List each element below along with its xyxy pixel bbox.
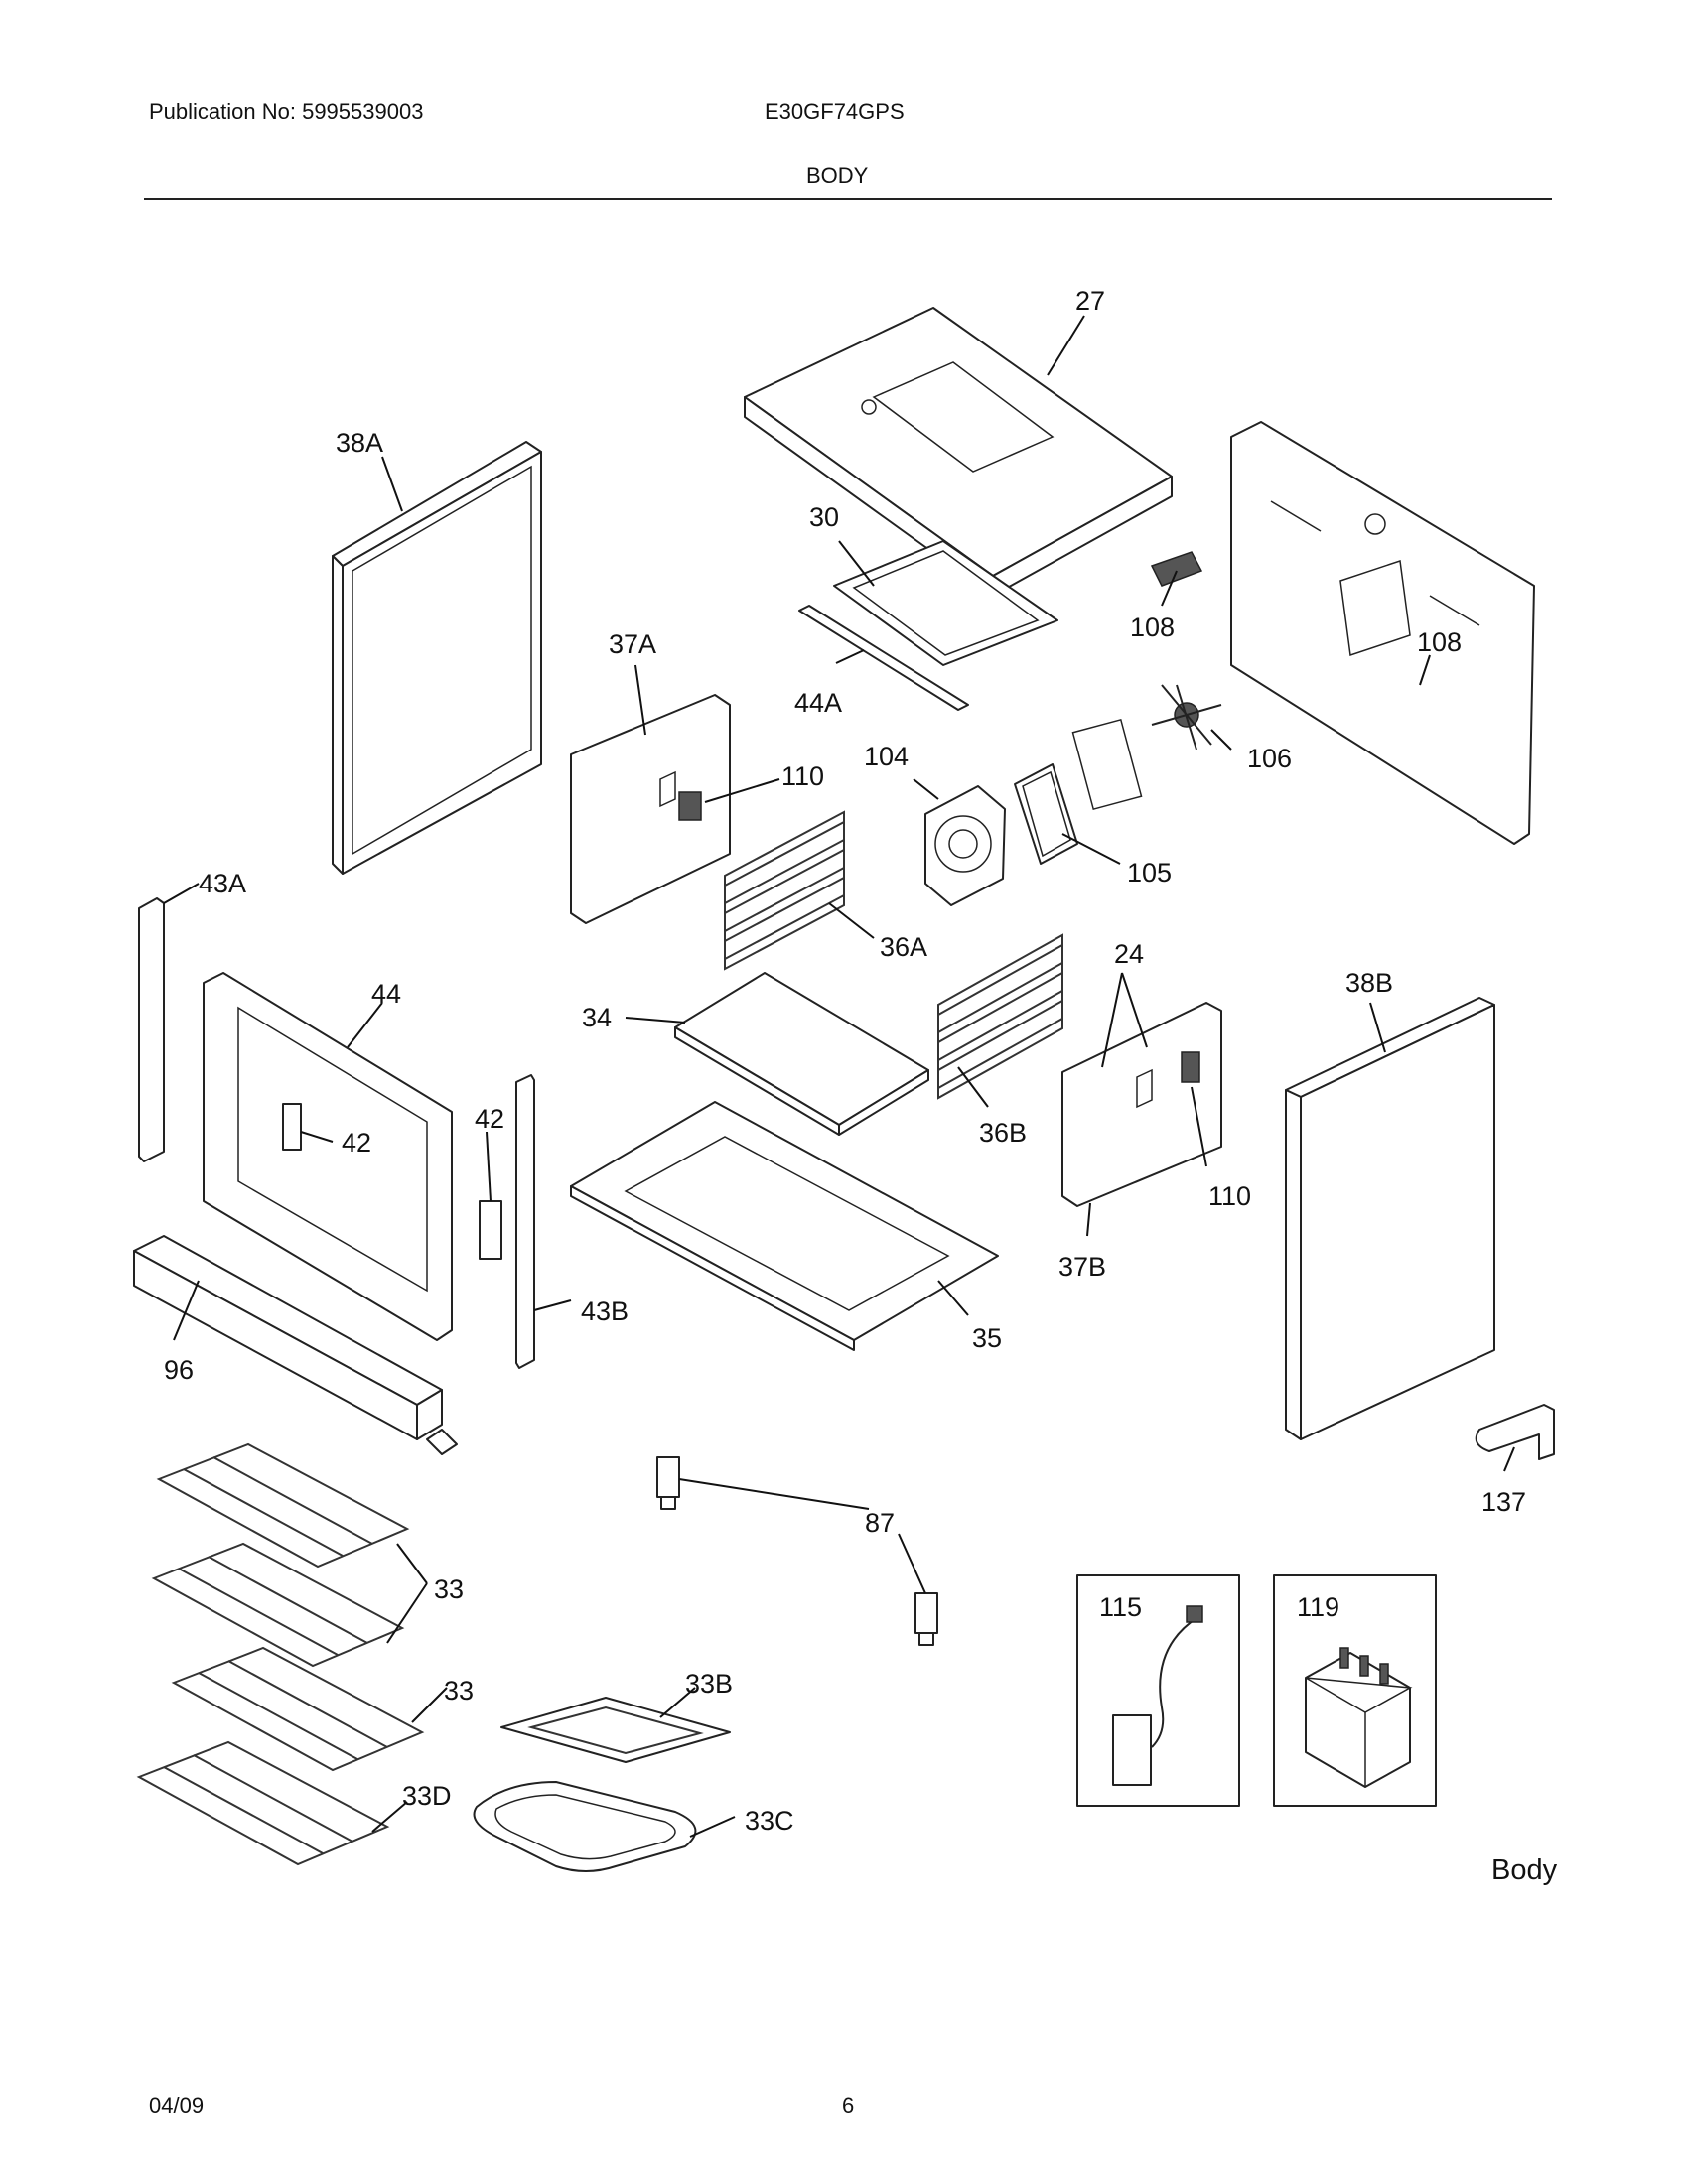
callout-37B: 37B [1058, 1252, 1106, 1282]
callout-119: 119 [1297, 1592, 1339, 1622]
part-33-oven-rack [156, 1442, 410, 1569]
part-44A-trim-strip [798, 605, 969, 711]
callout-36B: 36B [979, 1118, 1027, 1148]
callout-104: 104 [864, 742, 909, 771]
callout-43A: 43A [199, 869, 246, 898]
callout-110: 110 [781, 761, 824, 791]
callout-108: 108 [1417, 627, 1462, 657]
part-137-bracket [1475, 1404, 1555, 1460]
callout-36A: 36A [880, 932, 927, 962]
callout-37A: 37A [609, 629, 656, 659]
callout-42: 42 [342, 1128, 371, 1158]
section-title: BODY [806, 163, 869, 188]
part-87-leveling-leg [914, 1592, 938, 1646]
part-33-oven-rack [171, 1646, 425, 1772]
callout-44A: 44A [794, 688, 842, 718]
part-110-switch [678, 791, 702, 821]
callout-33: 33 [444, 1676, 474, 1706]
callout-108: 108 [1130, 613, 1175, 642]
part-108-bracket [1150, 551, 1203, 587]
part-33-oven-rack [151, 1542, 405, 1668]
callout-30: 30 [809, 502, 839, 532]
part-87-leveling-leg [656, 1456, 680, 1510]
inset-box-119 [1273, 1574, 1437, 1807]
callout-106: 106 [1247, 744, 1292, 773]
callout-34: 34 [582, 1003, 612, 1032]
part-30-frame [833, 540, 1058, 666]
footer-date: 04/09 [149, 2093, 205, 2117]
part-43B-trim [515, 1074, 535, 1369]
part-33C-broiler-pan [473, 1781, 697, 1872]
callout-33C: 33C [745, 1806, 794, 1836]
page-number: 6 [842, 2093, 855, 2117]
part-33B-broiler-grid [500, 1697, 731, 1763]
callout-115: 115 [1099, 1592, 1142, 1622]
part-37A-side-bracket [570, 694, 731, 924]
callout-38A: 38A [336, 428, 383, 458]
part-105-gasket [1014, 763, 1078, 865]
part-33D-oven-rack [136, 1740, 390, 1866]
callout-43B: 43B [581, 1297, 629, 1326]
callout-87: 87 [865, 1508, 895, 1538]
part-38B-right-side-panel [1285, 997, 1495, 1440]
callout-38B: 38B [1345, 968, 1393, 998]
part-back-panel [1230, 421, 1535, 845]
publication-number: Publication No: 5995539003 [149, 99, 424, 124]
part-35-oven-bottom [570, 1101, 999, 1351]
leader-lines [163, 315, 1515, 1838]
part-44-front-frame [203, 972, 453, 1341]
callout-105: 105 [1127, 858, 1172, 887]
inset-box-115 [1076, 1574, 1240, 1807]
part-96-kick-panel [133, 1235, 458, 1455]
callout-42: 42 [475, 1104, 504, 1134]
callout-137: 137 [1481, 1487, 1526, 1517]
callout-110: 110 [1208, 1181, 1251, 1211]
model-number: E30GF74GPS [765, 99, 905, 124]
header-divider [144, 198, 1552, 200]
callout-44: 44 [371, 979, 401, 1009]
part-104-fan-cover [924, 785, 1006, 906]
diagram-caption: Body [1491, 1854, 1558, 1886]
callout-33D: 33D [402, 1781, 452, 1811]
part-36B-rack-support [937, 933, 1063, 1100]
callout-96: 96 [164, 1355, 194, 1385]
part-43A-trim [138, 897, 165, 1162]
part-110-switch [1181, 1051, 1200, 1083]
callout-33: 33 [434, 1574, 464, 1604]
part-38A-left-side-panel [332, 441, 542, 875]
callout-27: 27 [1075, 286, 1105, 316]
part-34-tray [674, 972, 929, 1136]
part-106-fan-motor [1071, 684, 1222, 811]
callout-24: 24 [1114, 939, 1144, 969]
callout-35: 35 [972, 1323, 1002, 1353]
callout-33B: 33B [685, 1669, 733, 1699]
part-42-hinge [479, 1200, 502, 1260]
part-36A-rack-support [724, 810, 845, 971]
